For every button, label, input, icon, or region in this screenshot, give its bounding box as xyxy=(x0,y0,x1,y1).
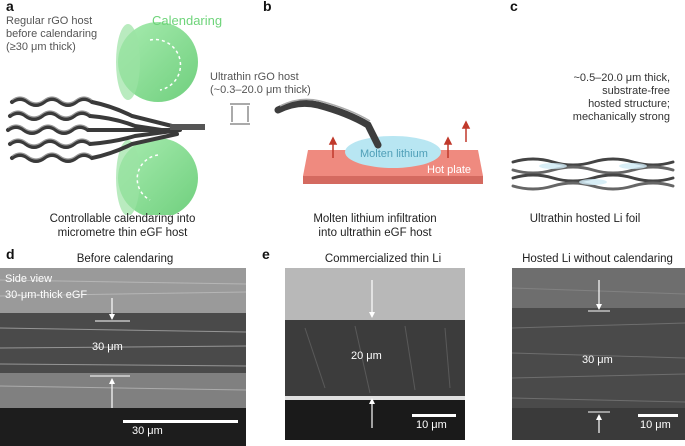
regular-host-line-3: (≥30 μm thick) xyxy=(6,41,76,53)
measure-e-left: 20 μm xyxy=(351,350,382,362)
measure-d: 30 μm xyxy=(92,341,123,353)
scale-label-e-right: 10 μm xyxy=(640,419,671,431)
foil-description: ~0.5–20.0 μm thick, substrate-free hoste… xyxy=(540,72,670,124)
panel-label-d: d xyxy=(6,246,15,262)
scale-bar-d xyxy=(123,420,238,423)
caption-b-line-1: Molten lithium infiltration xyxy=(313,213,437,225)
caption-b-line-2: into ultrathin eGF host xyxy=(318,227,432,239)
foil-desc-line-3: hosted structure; xyxy=(588,98,670,110)
measure-e-right: 30 μm xyxy=(582,354,613,366)
hot-plate-label: Hot plate xyxy=(427,164,472,176)
side-view-label: Side view xyxy=(5,273,53,285)
calendaring-illustration xyxy=(0,0,270,218)
ultrathin-line-1: Ultrathin rGO host xyxy=(210,71,299,83)
scale-label-e-left: 10 μm xyxy=(416,419,447,431)
scale-label-d: 30 μm xyxy=(132,425,163,437)
title-e-left: Commercialized thin Li xyxy=(324,253,442,265)
regular-host-line-2: before calendaring xyxy=(6,28,98,40)
panel-label-c: c xyxy=(510,0,518,14)
egf-thickness-label: 30-μm-thick eGF xyxy=(5,289,88,301)
caption-c: Ultrathin hosted Li foil xyxy=(529,213,641,225)
regular-host-line-1: Regular rGO host xyxy=(6,15,93,27)
panel-label-a: a xyxy=(6,0,14,14)
foil-desc-line-4: mechanically strong xyxy=(572,111,670,123)
caption-a-line-1: Controllable calendaring into xyxy=(49,213,196,225)
ultrathin-note: Ultrathin rGO host (~0.3–20.0 μm thick) xyxy=(210,71,350,97)
caption-b: Molten lithium infiltration into ultrath… xyxy=(275,212,475,240)
scale-bar-e-left xyxy=(412,414,456,417)
panel-label-b: b xyxy=(263,0,272,14)
title-e-right: Hosted Li without calendaring xyxy=(522,253,673,265)
molten-lithium-pool xyxy=(345,136,441,168)
molten-lithium-label: Molten lithium xyxy=(360,148,428,160)
caption-a: Controllable calendaring into micrometre… xyxy=(10,212,235,240)
regular-host-note: Regular rGO host before calendaring (≥30… xyxy=(6,15,156,54)
hosted-li-foil-illustration xyxy=(508,150,678,195)
infiltration-illustration xyxy=(258,80,498,200)
foil-desc-line-2: substrate-free xyxy=(602,85,670,97)
sem-commercial-li: 20 μm 10 μm xyxy=(285,268,465,440)
panel-label-e: e xyxy=(262,246,270,262)
foil-desc-line-1: ~0.5–20.0 μm thick, xyxy=(573,72,670,84)
sem-before-calendaring: Side view 30-μm-thick eGF 30 μm 30 μm xyxy=(0,268,246,446)
caption-a-line-2: micrometre thin eGF host xyxy=(57,227,188,239)
sem-hosted-li-without-calendaring: 30 μm 10 μm xyxy=(512,268,685,440)
title-d: Before calendaring xyxy=(76,253,174,265)
scale-bar-e-right xyxy=(638,414,678,417)
ultrathin-line-2: (~0.3–20.0 μm thick) xyxy=(210,84,311,96)
calendaring-label: Calendaring xyxy=(152,13,223,28)
